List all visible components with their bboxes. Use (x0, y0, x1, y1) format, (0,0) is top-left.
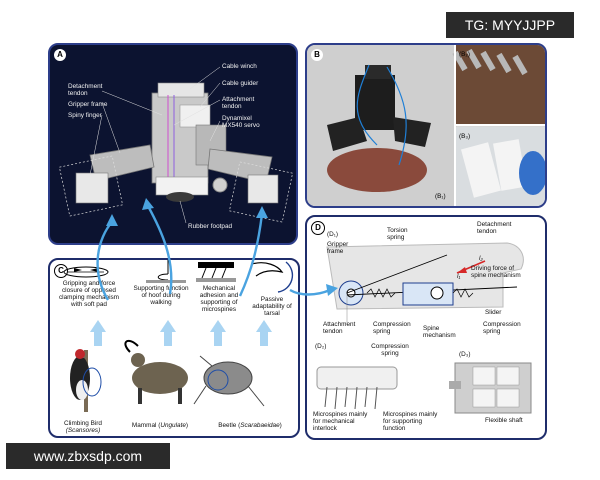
panel-c: C (48, 258, 300, 438)
label-b2: (B₂) (459, 51, 470, 58)
watermark-site: www.zbxsdp.com (6, 443, 170, 469)
photo-b (307, 45, 545, 206)
label-beetle: Beetle (Scarabaeidae) (218, 422, 282, 429)
label-cable-guider: Cable guider (222, 80, 259, 87)
panel-a-letter: A (54, 49, 66, 61)
gripper-drawing (58, 66, 294, 224)
mechanism-drawing (316, 242, 532, 414)
bioinspiration-drawing (63, 260, 294, 412)
label-torsion-spring: Torsion spring (387, 227, 408, 241)
label-b1: (B₁) (435, 193, 446, 200)
label-rubber-footpad: Rubber footpad (188, 223, 233, 230)
label-slider: Slider (485, 309, 502, 316)
label-gripper-frame: Gripper frame (68, 101, 108, 108)
label-mammal: Mammal (Ungulate) (131, 422, 189, 429)
label-climbing-bird: Climbing Bird (Scansores) (63, 420, 102, 434)
caption-tarsal: Passive adaptability of tarsal (252, 296, 292, 317)
label-spiny-finger: Spiny finger (68, 112, 102, 119)
label-d2: (D₂) (315, 343, 327, 350)
label-servo: Dynamixel MX540 servo (222, 115, 260, 129)
label-detachment-tendon: Detachment tendon (68, 83, 103, 97)
label-d-detachment-tendon: Detachment tendon (477, 221, 512, 235)
panel-b-letter: B (311, 49, 323, 61)
label-d1: (D₁) (327, 231, 339, 238)
label-driving-force: Driving force of spine mechanism (471, 265, 521, 279)
label-d3: (D₃) (459, 351, 471, 358)
caption-gripping: Gripping and force closure of opposed cl… (58, 280, 120, 308)
label-b3: (B₃) (459, 133, 471, 140)
panel-a: A Detachment tendon Gripper frame Sp (48, 43, 298, 245)
label-spine-mechanism: Spine mechanism (423, 325, 456, 339)
label-microspines-support: Microspines mainly for supporting functi… (383, 411, 438, 432)
caption-microspines: Mechanical adhesion and supporting of mi… (199, 285, 239, 313)
label-attachment-tendon: Attachment tendon (222, 96, 255, 110)
label-l2: l₂ (479, 255, 483, 262)
panel-b: B (B₂) (B₃) (B₁) (305, 43, 547, 208)
label-compression-spring-d2: Compression spring (371, 343, 409, 357)
label-d-attachment-tendon: Attachment tendon (323, 321, 356, 335)
panel-d-letter: D (311, 221, 325, 235)
label-compression-spring-right: Compression spring (483, 321, 521, 335)
label-cable-winch: Cable winch (222, 63, 257, 70)
label-compression-spring-left: Compression spring (373, 321, 411, 335)
label-flexible-shaft: Flexible shaft (485, 417, 523, 424)
panel-d: D (D₁) G (305, 215, 547, 440)
label-l1: l₁ (457, 273, 461, 280)
caption-hoof: Supporting function of hoof during walki… (133, 285, 189, 306)
label-d-gripper-frame: Gripper frame (327, 241, 349, 255)
watermark-tg: TG: MYYJJPP (446, 12, 574, 38)
panel-c-letter: C (54, 264, 68, 278)
label-microspines-interlock: Microspines mainly for mechanical interl… (313, 411, 368, 432)
